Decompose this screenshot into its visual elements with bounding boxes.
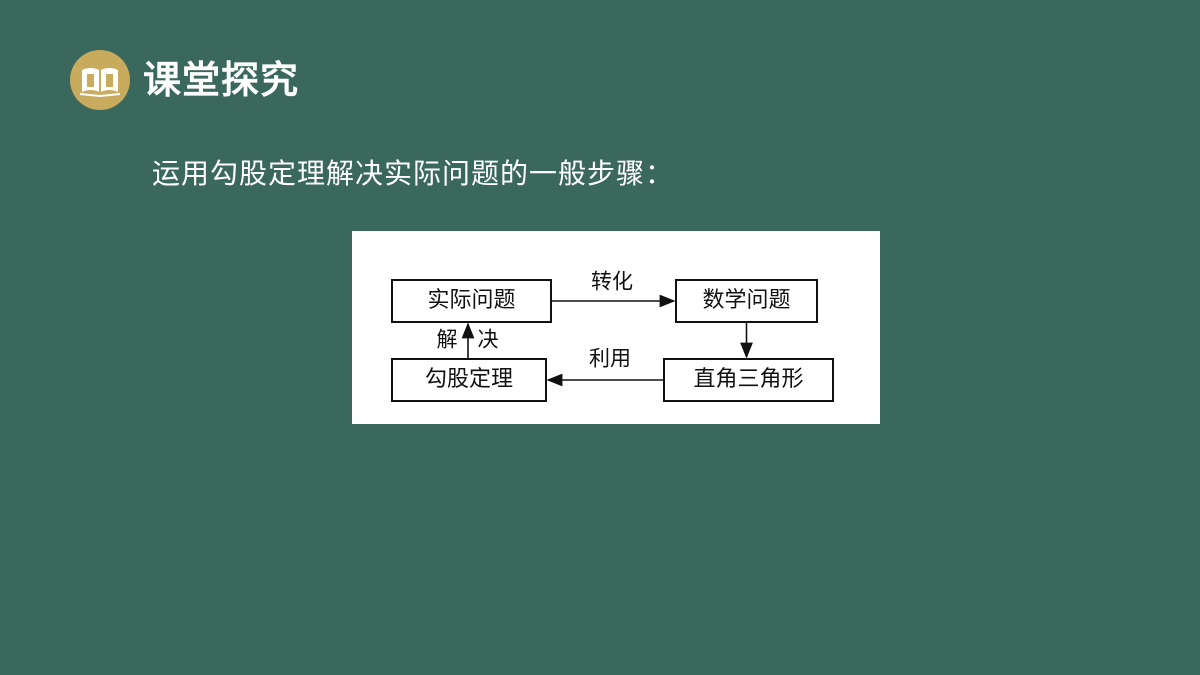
- node-practical-problem: 实际问题: [391, 279, 552, 323]
- flowchart-panel: 实际问题 数学问题 直角三角形 勾股定理 转化 利用 解 决: [352, 231, 880, 424]
- node-right-triangle: 直角三角形: [663, 358, 834, 402]
- edge-transform-label: 转化: [591, 270, 633, 294]
- node-pythagorean-theorem-label: 勾股定理: [425, 367, 513, 392]
- open-book-icon: [79, 68, 121, 98]
- edge-solve-label-right: 决: [478, 328, 499, 352]
- node-right-triangle-label: 直角三角形: [693, 367, 803, 392]
- node-pythagorean-theorem: 勾股定理: [391, 358, 547, 402]
- edge-solve-label-left: 解: [437, 328, 458, 352]
- node-math-problem: 数学问题: [675, 279, 818, 323]
- node-practical-problem-label: 实际问题: [427, 288, 515, 313]
- section-title: 课堂探究: [143, 58, 300, 102]
- lesson-subtitle: 运用勾股定理解决实际问题的一般步骤：: [152, 157, 675, 190]
- node-math-problem-label: 数学问题: [702, 288, 790, 313]
- edge-use-label: 利用: [589, 347, 631, 371]
- flowchart-diagram: 实际问题 数学问题 直角三角形 勾股定理 转化 利用 解 决: [391, 270, 834, 402]
- section-badge: [70, 50, 130, 110]
